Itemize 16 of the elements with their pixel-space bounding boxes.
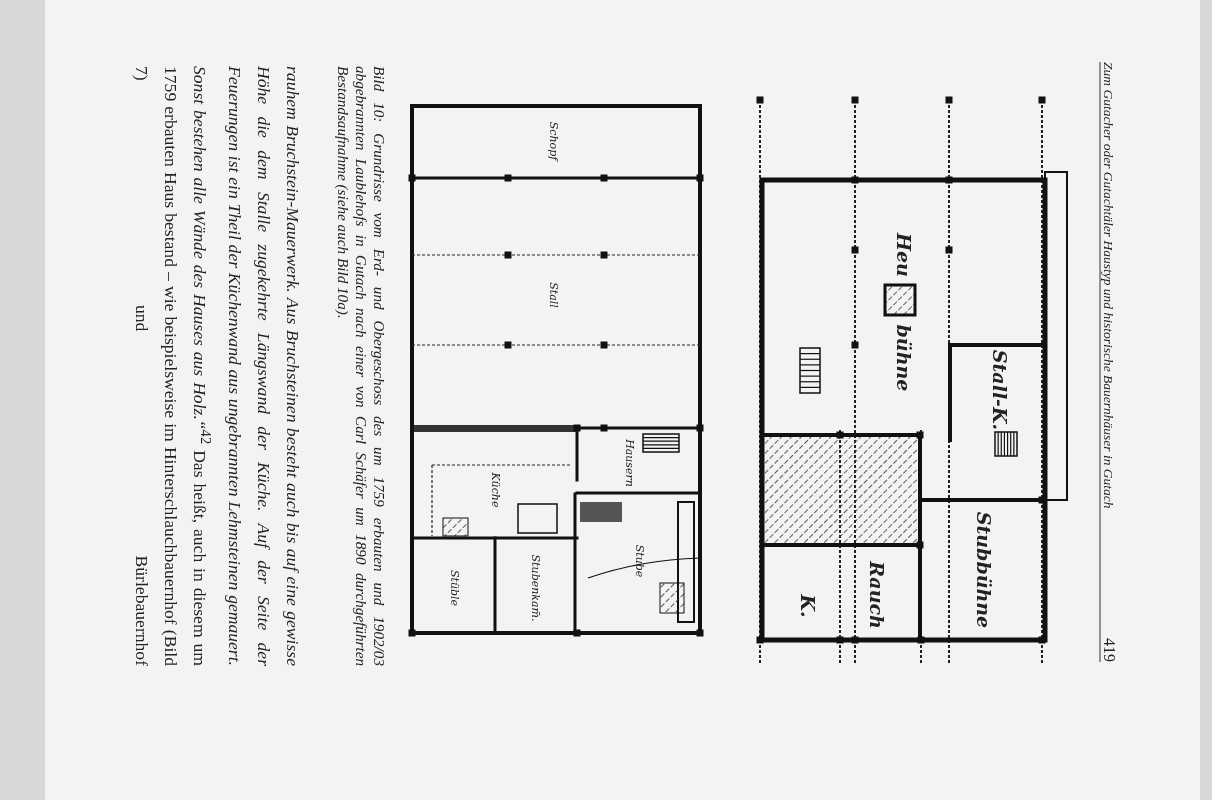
room-label: Stall-K. — [989, 349, 1009, 431]
room-label: bühne — [893, 324, 913, 392]
room-label: Stubenkam̄. — [529, 554, 541, 622]
room-label: Rauch — [866, 561, 886, 629]
running-header: Zum Gutacher oder Gutachtäler Haustyp und historische Bauernhäuser in Gutach — [1100, 62, 1116, 511]
room-label: Schopf — [547, 121, 559, 161]
room-label: Heu — [893, 233, 913, 277]
room-label: Hausern — [623, 439, 635, 487]
room-label: Stube — [633, 544, 645, 578]
room-label: K. — [797, 594, 817, 618]
room-label: Küche — [489, 472, 501, 508]
page-number: 419 — [1100, 637, 1118, 662]
room-label: Stall — [547, 282, 559, 308]
room-label: Stüble — [448, 569, 460, 607]
figure-caption: Bild 10: Grundrisse vom Erd- und Obergeschoss des um 1759 erbauten und 1902/03 abgebrannten Laublehofs in Gutach nach einer von Carl Schäfer um 1890 durchgeführten Bestandsaufnahme (siehe auch Bild 10a). — [334, 66, 388, 666]
room-label: Stubbühne — [973, 511, 993, 629]
